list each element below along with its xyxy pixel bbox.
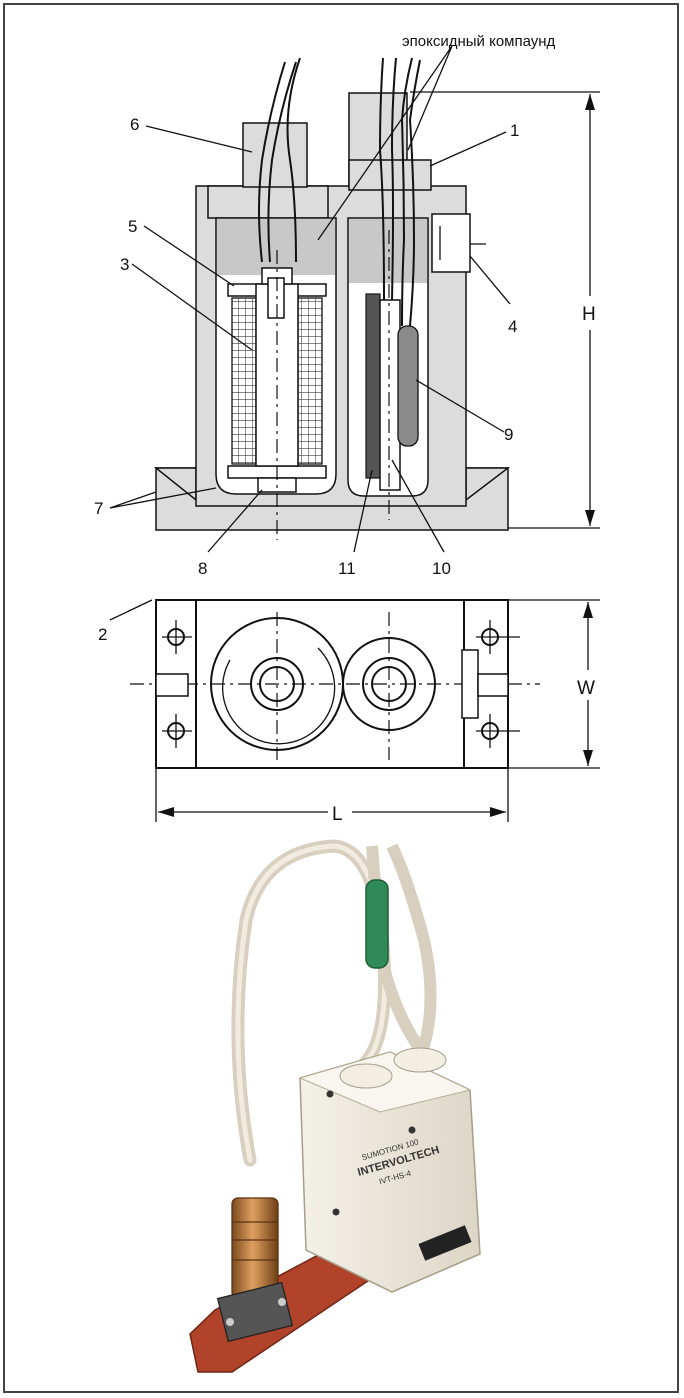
green-sleeve: [365, 879, 389, 969]
coil-winding-right: [297, 297, 323, 465]
device-photo: [189, 839, 481, 1373]
left-epoxy: [217, 219, 335, 275]
left-neck: [242, 122, 308, 188]
coil-bobbin: [255, 283, 299, 467]
coil-winding-left: [231, 297, 257, 465]
connector-4: [431, 213, 471, 273]
reed-9: [397, 325, 419, 447]
plate-11: [365, 293, 381, 479]
core-screw: [267, 277, 285, 319]
right-cover: [348, 159, 432, 191]
right-epoxy: [349, 219, 427, 283]
brass-connector: [231, 1197, 279, 1299]
insert-10: [379, 299, 401, 491]
callout-leaders: [109, 45, 511, 621]
plan-view: [130, 599, 600, 822]
section-view: [153, 57, 600, 540]
